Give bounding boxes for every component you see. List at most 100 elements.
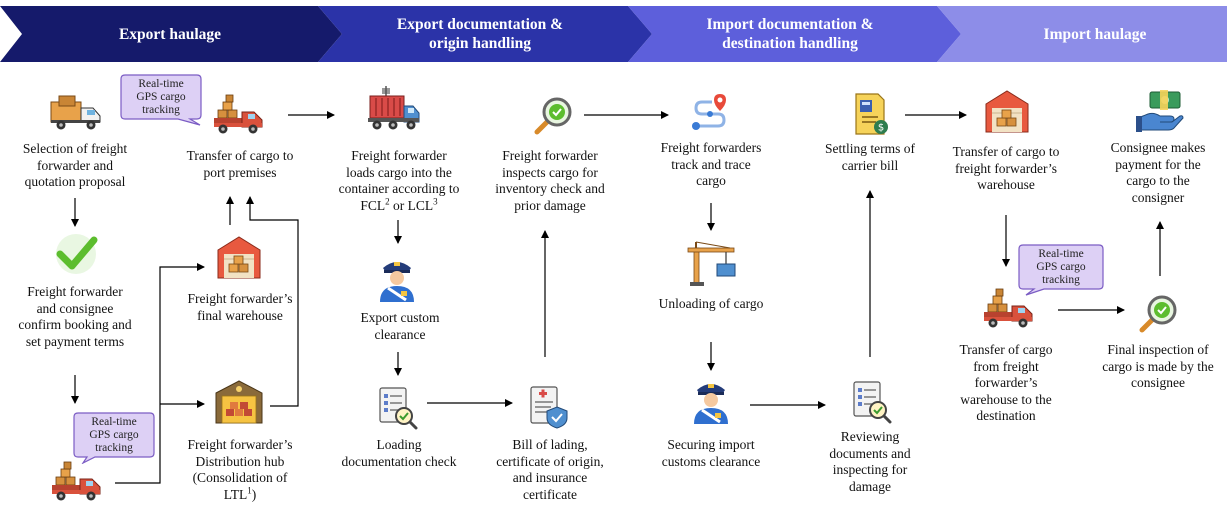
label-export-custom-line2: clearance xyxy=(374,326,426,342)
label-selection-line1: Selection of freight xyxy=(22,141,128,156)
label-loads-line2: loads cargo into the xyxy=(346,164,452,180)
container-truck-icon xyxy=(368,86,420,130)
gps-bubble-3-text: Real-time GPS cargo tracking xyxy=(1020,248,1102,287)
label-loads-container: Freight forwarder loads cargo into the c… xyxy=(324,148,474,214)
label-transfer-port-line1: Transfer of cargo to xyxy=(186,148,294,163)
gps-bubble-1-line1: Real-time xyxy=(91,416,137,428)
label-transfer-dest-line1: Transfer of cargo xyxy=(959,342,1053,357)
document-check-icon xyxy=(379,387,418,430)
label-inspects-line3: inventory check and xyxy=(495,181,605,196)
payment-hand-icon xyxy=(1136,90,1184,132)
warehouse-icon xyxy=(985,90,1029,133)
gps-bubble-1-text: Real-time GPS cargo tracking xyxy=(75,416,153,455)
label-selection-line2: forwarder and xyxy=(36,157,114,173)
distribution-hub-icon xyxy=(215,380,263,424)
label-settling-line2: carrier bill xyxy=(841,157,899,173)
label-bill-line3: and insurance xyxy=(512,470,588,485)
label-transfer-port-line2: port premises xyxy=(203,164,277,180)
phase-1-chevron xyxy=(0,6,342,62)
delivery-truck-icon xyxy=(50,95,101,130)
label-inspects-line4: prior damage xyxy=(514,197,586,213)
customs-officer-icon xyxy=(694,384,728,424)
label-hub-paren: ) xyxy=(251,486,257,502)
label-transfer-ff-line3: warehouse xyxy=(977,177,1035,192)
warehouse-icon xyxy=(217,236,261,279)
label-bill-line4: certificate xyxy=(523,486,577,502)
label-booking-line4: set payment terms xyxy=(25,333,125,349)
label-bill-line1: Bill of lading, xyxy=(512,437,588,452)
label-transfer-dest-line4: warehouse to the xyxy=(960,391,1052,407)
certificate-shield-icon xyxy=(530,386,568,429)
label-bill-lading: Bill of lading, certificate of origin, a… xyxy=(475,437,625,503)
phase-2-title-line2: origin handling xyxy=(428,35,532,52)
phase-3-title-line2: destination handling xyxy=(722,35,858,52)
label-booking: Freight forwarder and consignee confirm … xyxy=(5,284,145,350)
crane-icon xyxy=(687,241,736,286)
document-check-icon xyxy=(853,381,892,424)
gps-bubble-2-text: Real-time GPS cargo tracking xyxy=(122,78,200,117)
phase-2-title-line1: Export documentation & xyxy=(396,16,564,33)
gps-bubble-2-line1: Real-time xyxy=(138,78,184,90)
label-track-line3: cargo xyxy=(696,173,726,188)
label-transfer-dest-line2: from freight xyxy=(973,358,1039,374)
label-transfer-ff-line1: Transfer of cargo to xyxy=(952,144,1060,159)
phase-3-title: Import documentation & destination handli… xyxy=(655,6,925,62)
phase-1-title-text: Export haulage xyxy=(118,25,222,43)
gps-bubble-3-line1: Real-time xyxy=(1038,248,1084,260)
label-selection: Selection of freight forwarder and quota… xyxy=(5,141,145,191)
gps-bubble-2-line2: GPS cargo xyxy=(136,91,186,103)
label-payment: Consignee makes payment for the cargo to… xyxy=(1090,140,1226,206)
magnifier-check-icon xyxy=(534,97,572,135)
label-settling: Settling terms of carrier bill xyxy=(800,141,940,174)
label-payment-line2: payment for the xyxy=(1115,156,1201,172)
label-hub-line3: (Consolidation of xyxy=(192,470,288,485)
label-bill-line2: certificate of origin, xyxy=(496,453,604,469)
label-track-line2: track and trace xyxy=(671,156,751,172)
phase-3-title-line1: Import documentation & xyxy=(706,16,874,33)
label-hub-line4: LTL1) xyxy=(170,485,310,504)
cargo-truck-icon xyxy=(214,94,263,134)
label-import-customs: Securing import customs clearance xyxy=(636,437,786,470)
label-export-custom-line1: Export custom xyxy=(360,310,440,325)
label-loads-line4: FCL2 or LCL3 xyxy=(324,197,474,215)
label-unloading-line1: Unloading of cargo xyxy=(658,296,764,311)
cargo-truck-icon xyxy=(52,461,101,501)
label-inspects-line1: Freight forwarder xyxy=(502,148,598,163)
label-loading-doc-line2: documentation check xyxy=(341,453,457,469)
label-loading-doc-line1: Loading xyxy=(376,437,422,452)
label-transfer-dest: Transfer of cargo from freight forwarder… xyxy=(936,342,1076,425)
footnote-1: 1 xyxy=(247,485,252,495)
label-settling-line1: Settling terms of xyxy=(825,141,915,156)
label-loads-line1: Freight forwarder xyxy=(351,148,447,163)
label-final-warehouse-line1: Freight forwarder’s xyxy=(187,291,293,306)
phase-4-title-text: Import haulage xyxy=(1043,25,1147,43)
gps-tracking-bubble-1 xyxy=(73,412,155,464)
gps-bubble-1-line3: tracking xyxy=(95,442,133,454)
label-final-warehouse-line2: final warehouse xyxy=(197,307,283,323)
label-distribution-hub: Freight forwarder’s Distribution hub (Co… xyxy=(170,437,310,503)
label-fcl: FCL xyxy=(360,197,386,213)
checkmark-icon xyxy=(56,234,98,274)
label-reviewing-line1: Reviewing xyxy=(840,429,900,444)
label-booking-line2: and consignee xyxy=(36,300,114,316)
label-loads-line3: container according to xyxy=(338,181,460,196)
label-payment-line1: Consignee makes xyxy=(1110,140,1206,155)
customs-officer-icon xyxy=(380,262,414,302)
label-payment-line4: consigner xyxy=(1131,189,1185,205)
label-final-warehouse: Freight forwarder’s final warehouse xyxy=(170,291,310,324)
phase-banner xyxy=(0,6,1227,62)
gps-bubble-1-line2: GPS cargo xyxy=(89,429,139,441)
cargo-truck-icon xyxy=(984,288,1033,328)
label-transfer-dest-line5: destination xyxy=(976,408,1036,423)
invoice-icon: $ xyxy=(855,93,888,135)
label-final-inspection: Final inspection of cargo is made by the… xyxy=(1090,342,1226,392)
gps-tracking-bubble-2 xyxy=(120,74,202,126)
label-transfer-ff-line2: freight forwarder’s xyxy=(954,160,1058,176)
label-import-customs-line2: customs clearance xyxy=(661,453,761,469)
svg-text:$: $ xyxy=(878,123,884,134)
label-reviewing-line4: damage xyxy=(849,478,891,494)
gps-tracking-bubble-3 xyxy=(1018,244,1104,296)
phase-2-chevron xyxy=(318,6,652,62)
label-import-customs-line1: Securing import xyxy=(667,437,755,452)
